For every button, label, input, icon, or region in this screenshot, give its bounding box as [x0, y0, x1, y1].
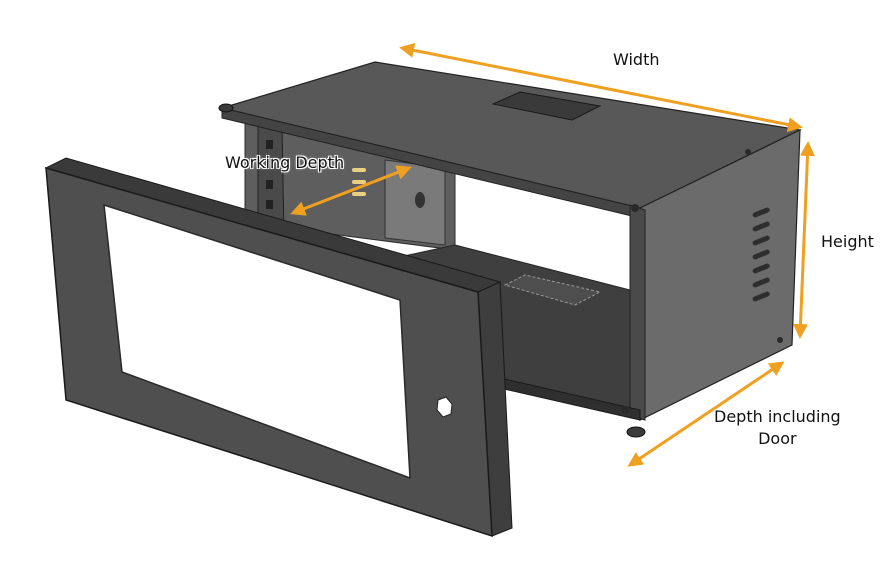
depth-label-line1: Depth including	[714, 407, 841, 426]
corner-bolt	[777, 337, 783, 343]
interior-vent	[352, 180, 366, 184]
working-depth-arrow	[290, 165, 412, 216]
height-arrow	[793, 141, 815, 339]
corner-bolt	[631, 204, 639, 212]
rail-slot	[266, 180, 273, 189]
corner-bolt	[621, 406, 629, 414]
width-arrow	[399, 42, 803, 133]
depth-label-line2: Door	[758, 429, 797, 448]
cabinet-front-right-edge	[629, 204, 646, 421]
interior-vent	[352, 168, 366, 172]
working-depth-label: Working Depth	[225, 153, 345, 172]
floor-cable-cutout	[503, 274, 602, 306]
cabinet-foot	[218, 103, 234, 113]
door-glass-window	[103, 203, 411, 480]
corner-bolt	[745, 149, 751, 155]
rail-slot	[266, 200, 273, 209]
door-lock-hole	[436, 396, 453, 418]
side-vents	[752, 207, 770, 302]
rail-slot	[266, 160, 273, 169]
width-label: Width	[613, 50, 660, 69]
depth-including-door-label: Depth including Door	[714, 406, 841, 450]
height-label: Height	[821, 232, 874, 251]
cabinet-door	[44, 157, 513, 538]
keyhole-slot	[415, 192, 425, 208]
interior-vent	[352, 192, 366, 196]
cabinet-foot	[626, 426, 646, 438]
depth-including-door-arrow	[627, 361, 785, 467]
rail-slot	[266, 140, 273, 149]
